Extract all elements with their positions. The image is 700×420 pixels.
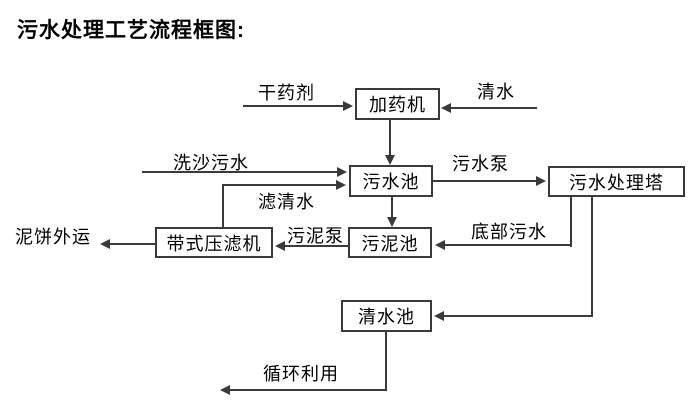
- arrowhead-right-icon: [337, 167, 347, 177]
- line-clean-water-to-dosing: [451, 107, 537, 109]
- node-clean-water-pool: 清水池: [341, 300, 432, 332]
- diagram-title: 污水处理工艺流程框图:: [17, 19, 245, 42]
- line-tower-bottom-sewage-drop: [570, 197, 572, 247]
- line-sewage-pool-to-sludge-pool: [391, 197, 393, 217]
- line-dosing-to-sewage-pool: [389, 120, 391, 155]
- line-dry-agent-to-dosing: [243, 105, 343, 107]
- label-sewage-pump: 污水泵: [452, 154, 509, 174]
- line-sewage-pool-to-tower: [433, 180, 536, 182]
- arrowhead-left-icon: [441, 103, 451, 113]
- line-clean-pool-drop: [385, 332, 387, 391]
- line-bottom-sewage-to-sludge-pool: [445, 244, 572, 246]
- node-sewage-treatment-tower: 污水处理塔: [548, 166, 685, 197]
- node-sludge-pool: 污泥池: [348, 227, 432, 258]
- line-press-to-mud-cake: [110, 243, 155, 245]
- arrowhead-right-icon: [343, 101, 353, 111]
- line-filtered-water-riser: [222, 184, 224, 227]
- line-recycling-use: [230, 389, 387, 391]
- arrowhead-left-icon: [220, 385, 230, 395]
- node-belt-filter-press: 带式压滤机: [155, 227, 273, 258]
- arrowhead-left-icon: [435, 240, 445, 250]
- node-sewage-pool: 污水池: [349, 165, 433, 197]
- label-sand-washing-sewage: 洗沙污水: [173, 153, 249, 173]
- label-filtered-water: 滤清水: [258, 192, 315, 212]
- arrowhead-right-icon: [536, 176, 546, 186]
- line-filtered-water-to-sewage-pool: [222, 184, 336, 186]
- label-dry-agent: 干药剂: [258, 83, 315, 103]
- line-sludge-pool-to-press: [285, 245, 348, 247]
- node-dosing-machine: 加药机: [355, 88, 440, 120]
- label-sludge-pump: 污泥泵: [287, 226, 344, 246]
- label-clean-water: 清水: [477, 82, 515, 102]
- arrowhead-down-icon: [387, 217, 397, 227]
- arrowhead-right-icon: [336, 180, 346, 190]
- line-sand-washing-to-sewage-pool: [142, 171, 337, 173]
- arrowhead-left-icon: [434, 311, 444, 321]
- line-tower-to-clean-pool-drop: [591, 197, 593, 317]
- label-recycling-use: 循环利用: [263, 364, 339, 384]
- line-tower-to-clean-pool: [444, 315, 593, 317]
- label-bottom-sewage: 底部污水: [471, 222, 547, 242]
- arrowhead-down-icon: [385, 155, 395, 165]
- arrowhead-left-icon: [275, 241, 285, 251]
- label-mud-cake-outbound: 泥饼外运: [15, 227, 91, 247]
- arrowhead-left-icon: [100, 239, 110, 249]
